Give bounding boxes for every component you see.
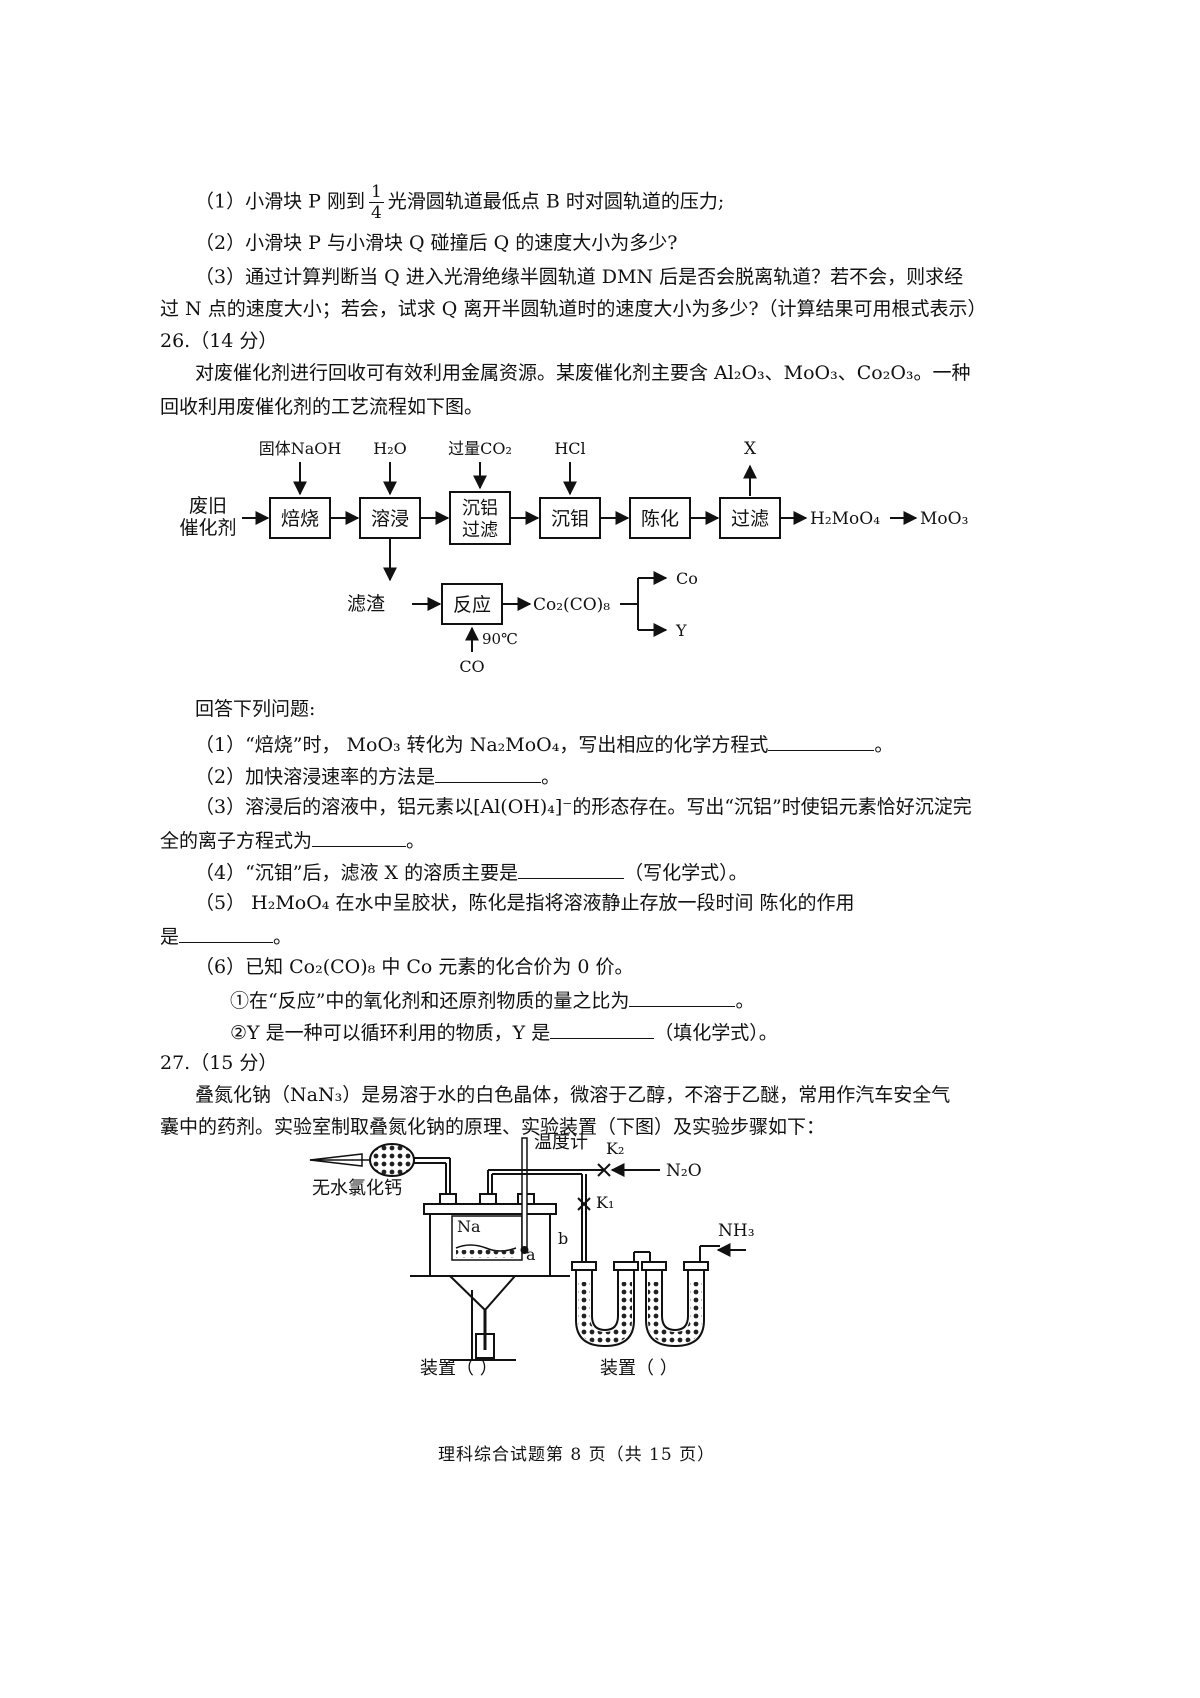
q26-intro-line1: 对废催化剂进行回收可有效利用金属资源。某废催化剂主要含 Al₂O₃、MoO₃、C… bbox=[195, 362, 971, 384]
apparatus-diagram: 无水氯化钙 Na a b 温度计 K bbox=[309, 1132, 755, 1379]
q26-q4-text: （4）“沉钼”后，滤液 X 的溶质主要是 bbox=[195, 862, 519, 884]
thermometer-icon bbox=[520, 1137, 529, 1254]
label-n2o: N₂O bbox=[666, 1161, 702, 1181]
q26-q5-end: 。 bbox=[273, 926, 293, 948]
q26-q1-answer-blank[interactable] bbox=[768, 728, 875, 751]
q26-q4-end: （写化学式）。 bbox=[624, 862, 748, 884]
q26-q6b: ②Y 是一种可以循环利用的物质，Y 是 （填化学式）。 bbox=[230, 1016, 778, 1048]
q25-part3-line2: 过 N 点的速度大小；若会，试求 Q 离开半圆轨道时的速度大小为多少?（计算结果… bbox=[160, 298, 987, 320]
q26-q6b-answer-blank[interactable] bbox=[550, 1016, 655, 1039]
label-device-left: 装置（ ） bbox=[420, 1358, 498, 1379]
q26-q1-text: （1）“焙烧”时， MoO₃ 转化为 Na₂MoO₄，写出相应的化学方程式 bbox=[195, 734, 769, 756]
flow-temp: 90℃ bbox=[482, 630, 518, 648]
label-device-right: 装置（ ） bbox=[600, 1358, 678, 1379]
q26-q5-line1: （5） H₂MoO₄ 在水中呈胶状，陈化是指将溶液静止存放一段时间 陈化的作用 bbox=[195, 892, 855, 914]
q26-q4-answer-blank[interactable] bbox=[518, 856, 625, 879]
q26-q2: （2）加快溶浸速率的方法是 。 bbox=[195, 760, 560, 792]
flow-product-h2moo4: H₂MoO₄ bbox=[810, 509, 880, 529]
flow-start-line2: 催化剂 bbox=[179, 517, 236, 539]
q27-intro-line2: 囊中的药剂。实验室制取叠氮化钠的原理、实验装置（下图）及实验步骤如下： bbox=[160, 1116, 826, 1138]
valve-k1-icon bbox=[577, 1197, 591, 1211]
flow-product-moo3: MoO₃ bbox=[920, 509, 968, 529]
q26-q2-text: （2）加快溶浸速率的方法是 bbox=[195, 766, 436, 788]
q26-q4: （4）“沉钼”后，滤液 X 的溶质主要是 （写化学式）。 bbox=[195, 856, 748, 888]
q26-q5-answer-blank[interactable] bbox=[179, 920, 274, 943]
label-nh3: NH₃ bbox=[718, 1221, 755, 1241]
label-b: b bbox=[558, 1229, 568, 1248]
flow-input-hcl: HCl bbox=[554, 439, 585, 458]
q26-q5-line2: 是。 bbox=[160, 920, 292, 952]
q26-q1: （1）“焙烧”时， MoO₃ 转化为 Na₂MoO₄，写出相应的化学方程式 。 bbox=[195, 728, 893, 760]
q26-q6a-end: 。 bbox=[735, 990, 755, 1012]
q25-part3-line1: （3）通过计算判断当 Q 进入光滑绝缘半圆轨道 DMN 后是否会脱离轨道？若不会… bbox=[195, 266, 964, 288]
process-flow-diagram: 废旧 催化剂 焙烧 固体NaOH 溶浸 H₂O 沉铝 过滤 过量CO₂ 沉钼 H… bbox=[179, 439, 968, 676]
q26-header: 26.（14 分） bbox=[160, 330, 278, 352]
flow-box-mo-precip-label: 沉钼 bbox=[551, 508, 589, 530]
u-tube-right bbox=[641, 1261, 709, 1348]
page-footer: 理科综合试题第 8 页（共 15 页） bbox=[438, 1445, 716, 1465]
burner-stand bbox=[449, 1275, 516, 1361]
q26-q6: （6）已知 Co₂(CO)₈ 中 Co 元素的化合价为 0 价。 bbox=[195, 956, 634, 978]
q26-q6b-text: ②Y 是一种可以循环利用的物质，Y 是 bbox=[230, 1022, 551, 1044]
flow-start-line1: 废旧 bbox=[189, 495, 227, 517]
q26-q3-line2: 全的离子方程式为 。 bbox=[160, 824, 425, 856]
u-tube-left bbox=[571, 1261, 639, 1348]
flow-box-al-precip-line1: 沉铝 bbox=[462, 498, 498, 519]
q26-q1-end: 。 bbox=[874, 734, 894, 756]
fraction-numerator: 1 bbox=[368, 182, 384, 203]
q27-intro-line1: 叠氮化钠（NaN₃）是易溶于水的白色晶体，微溶于乙醇，不溶于乙醚，常用作汽车安全… bbox=[195, 1084, 951, 1106]
valve-k2-icon bbox=[597, 1163, 611, 1177]
drying-tube bbox=[309, 1143, 451, 1194]
label-k1: K₁ bbox=[596, 1193, 614, 1212]
q25-part2: （2）小滑块 P 与小滑块 Q 碰撞后 Q 的速度大小为多少? bbox=[195, 232, 678, 254]
q26-answer-intro: 回答下列问题: bbox=[195, 698, 316, 720]
q26-q6a: ①在“反应”中的氧化剂和还原剂物质的量之比为 。 bbox=[230, 984, 754, 1016]
q26-intro-line2: 回收利用废催化剂的工艺流程如下图。 bbox=[160, 396, 484, 418]
flow-residue-label: 滤渣 bbox=[347, 593, 385, 615]
q27-header: 27.（15 分） bbox=[160, 1052, 278, 1074]
q26-q6a-text: ①在“反应”中的氧化剂和还原剂物质的量之比为 bbox=[230, 990, 630, 1012]
q26-q3-answer-blank[interactable] bbox=[312, 824, 407, 847]
flow-output-x: X bbox=[744, 439, 757, 459]
label-sodium: Na bbox=[457, 1217, 481, 1236]
label-k2: K₂ bbox=[606, 1139, 624, 1158]
q26-q2-answer-blank[interactable] bbox=[435, 760, 542, 783]
flow-input-water: H₂O bbox=[373, 439, 406, 458]
q26-q2-end: 。 bbox=[541, 766, 561, 788]
reaction-flask bbox=[410, 1193, 570, 1277]
q26-q6a-answer-blank[interactable] bbox=[629, 984, 736, 1007]
flow-box-leach-label: 溶浸 bbox=[371, 508, 409, 530]
label-thermometer: 温度计 bbox=[534, 1132, 588, 1153]
flow-box-aging-label: 陈化 bbox=[641, 508, 679, 530]
q26-q6b-end: （填化学式）。 bbox=[654, 1022, 778, 1044]
flow-gas-co: CO bbox=[459, 657, 484, 676]
flow-product-co2co8: Co₂(CO)₈ bbox=[533, 595, 610, 615]
q26-q5-text: 是 bbox=[160, 926, 180, 948]
q26-q3-line1: （3）溶浸后的溶液中，铝元素以[Al(OH)₄]⁻的形态存在。写出“沉铝”时使铝… bbox=[195, 796, 972, 818]
q25-part1-text-a: （1）小滑块 P 刚到 bbox=[195, 190, 365, 213]
flow-box-al-precip-line2: 过滤 bbox=[462, 520, 498, 541]
q26-q3-text: 全的离子方程式为 bbox=[160, 830, 313, 852]
q25-part1-text-b: 光滑圆轨道最低点 B 时对圆轨道的压力; bbox=[387, 190, 725, 213]
flow-branch-y: Y bbox=[675, 621, 687, 640]
flow-input-co2: 过量CO₂ bbox=[448, 439, 512, 458]
flow-input-naoh: 固体NaOH bbox=[259, 439, 342, 458]
label-a: a bbox=[526, 1245, 536, 1264]
flow-box-reaction-label: 反应 bbox=[453, 594, 491, 616]
q26-q3-end: 。 bbox=[406, 830, 426, 852]
fraction-denominator: 4 bbox=[370, 203, 382, 223]
flow-box-filter-label: 过滤 bbox=[731, 508, 769, 530]
flow-box-roast-label: 焙烧 bbox=[281, 508, 319, 530]
label-drying-agent: 无水氯化钙 bbox=[312, 1178, 402, 1199]
flow-branch-co: Co bbox=[676, 569, 698, 588]
